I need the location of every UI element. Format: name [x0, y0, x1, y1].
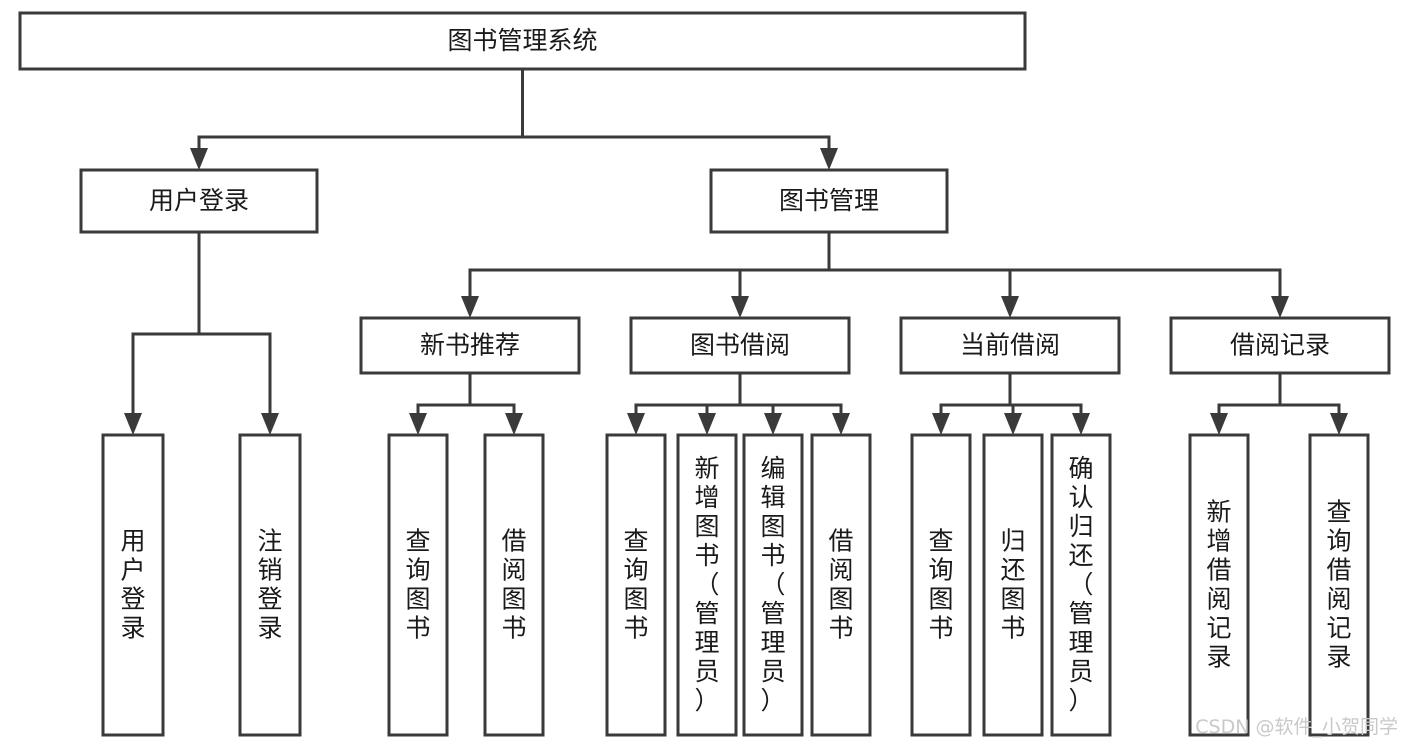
- box-leaf-user-login[interactable]: [101, 433, 165, 737]
- node-new-book-rec[interactable]: 新书推荐: [359, 316, 581, 375]
- label-leaf-cb-return: 归还图书: [1000, 527, 1025, 643]
- leaf-leaf-cb-confirm[interactable]: 确认归还（管理员）: [1050, 433, 1112, 737]
- leaf-leaf-bb-query[interactable]: 查询图书: [605, 433, 667, 737]
- arrow-head-icon: [505, 413, 523, 435]
- label-leaf-bb-query: 查询图书: [623, 527, 648, 643]
- arrow-head-icon: [627, 413, 645, 435]
- box-leaf-br-query[interactable]: [1308, 433, 1370, 737]
- node-user-login[interactable]: 用户登录: [79, 168, 319, 234]
- node-current-borrow[interactable]: 当前借阅: [899, 316, 1121, 375]
- leaf-leaf-bb-borrow[interactable]: 借阅图书: [810, 433, 872, 737]
- box-leaf-cb-confirm[interactable]: [1050, 433, 1112, 737]
- box-leaf-bb-add[interactable]: [676, 433, 738, 737]
- arrow-heads: [124, 148, 1348, 435]
- box-book-manage[interactable]: [709, 168, 949, 234]
- arrow-head-icon: [1072, 413, 1090, 435]
- arrow-head-icon: [1004, 413, 1022, 435]
- leaf-leaf-rec-query[interactable]: 查询图书: [387, 433, 449, 737]
- leaf-leaf-bb-add[interactable]: 新增图书（管理员）: [676, 433, 738, 737]
- box-leaf-bb-borrow[interactable]: [810, 433, 872, 737]
- label-book-manage: 图书管理: [779, 186, 879, 215]
- csdn-watermark: CSDN @软件_小贺同学: [1195, 716, 1398, 738]
- leaf-leaf-cb-return[interactable]: 归还图书: [982, 433, 1044, 737]
- leaf-leaf-br-add[interactable]: 新增借阅记录: [1188, 433, 1250, 737]
- node-boxes: 图书管理系统用户登录图书管理新书推荐图书借阅当前借阅借阅记录用户登录注销登录查询…: [18, 11, 1391, 737]
- label-leaf-bb-borrow: 借阅图书: [828, 527, 853, 643]
- label-book-borrow: 图书借阅: [690, 331, 790, 360]
- label-leaf-rec-borrow: 借阅图书: [501, 527, 526, 643]
- leaf-leaf-user-logout[interactable]: 注销登录: [238, 433, 302, 737]
- arrow-head-icon: [124, 413, 142, 435]
- arrow-head-icon: [409, 413, 427, 435]
- label-borrow-record: 借阅记录: [1230, 331, 1330, 360]
- node-book-borrow[interactable]: 图书借阅: [629, 316, 851, 375]
- label-leaf-br-add: 新增借阅记录: [1206, 498, 1231, 672]
- box-current-borrow[interactable]: [899, 316, 1121, 375]
- label-new-book-rec: 新书推荐: [420, 331, 520, 360]
- arrow-head-icon: [820, 148, 838, 170]
- label-root: 图书管理系统: [447, 26, 597, 55]
- label-user-login: 用户登录: [149, 186, 249, 215]
- box-root[interactable]: [18, 11, 1027, 71]
- label-current-borrow: 当前借阅: [960, 331, 1060, 360]
- connector-lines: [131, 67, 1341, 415]
- box-leaf-rec-borrow[interactable]: [483, 433, 545, 737]
- box-leaf-user-logout[interactable]: [238, 433, 302, 737]
- box-leaf-cb-query[interactable]: [910, 433, 972, 737]
- leaf-leaf-br-query[interactable]: 查询借阅记录: [1308, 433, 1370, 737]
- box-borrow-record[interactable]: [1169, 316, 1391, 375]
- label-leaf-user-login: 用户登录: [120, 527, 145, 643]
- label-leaf-cb-query: 查询图书: [928, 527, 953, 643]
- leaf-leaf-cb-query[interactable]: 查询图书: [910, 433, 972, 737]
- arrow-head-icon: [932, 413, 950, 435]
- arrow-head-icon: [764, 413, 782, 435]
- leaf-leaf-rec-borrow[interactable]: 借阅图书: [483, 433, 545, 737]
- box-leaf-br-add[interactable]: [1188, 433, 1250, 737]
- arrow-head-icon: [1001, 296, 1019, 318]
- arrow-head-icon: [698, 413, 716, 435]
- box-leaf-cb-return[interactable]: [982, 433, 1044, 737]
- box-leaf-bb-query[interactable]: [605, 433, 667, 737]
- box-user-login[interactable]: [79, 168, 319, 234]
- node-root[interactable]: 图书管理系统: [18, 11, 1027, 71]
- arrow-head-icon: [1271, 296, 1289, 318]
- label-leaf-bb-add: 新增图书（管理员）: [694, 454, 719, 715]
- box-new-book-rec[interactable]: [359, 316, 581, 375]
- label-leaf-rec-query: 查询图书: [405, 527, 430, 643]
- leaf-leaf-user-login[interactable]: 用户登录: [101, 433, 165, 737]
- arrow-head-icon: [1210, 413, 1228, 435]
- label-leaf-br-query: 查询借阅记录: [1326, 498, 1351, 672]
- arrow-head-icon: [190, 148, 208, 170]
- node-borrow-record[interactable]: 借阅记录: [1169, 316, 1391, 375]
- label-leaf-user-logout: 注销登录: [257, 527, 282, 643]
- box-book-borrow[interactable]: [629, 316, 851, 375]
- box-leaf-rec-query[interactable]: [387, 433, 449, 737]
- box-leaf-bb-edit[interactable]: [742, 433, 804, 737]
- label-leaf-bb-edit: 编辑图书（管理员）: [760, 454, 785, 715]
- arrow-head-icon: [1330, 413, 1348, 435]
- node-book-manage[interactable]: 图书管理: [709, 168, 949, 234]
- arrow-head-icon: [461, 296, 479, 318]
- arrow-head-icon: [832, 413, 850, 435]
- arrow-head-icon: [261, 413, 279, 435]
- arrow-head-icon: [731, 296, 749, 318]
- label-leaf-cb-confirm: 确认归还（管理员）: [1068, 454, 1093, 715]
- leaf-leaf-bb-edit[interactable]: 编辑图书（管理员）: [742, 433, 804, 737]
